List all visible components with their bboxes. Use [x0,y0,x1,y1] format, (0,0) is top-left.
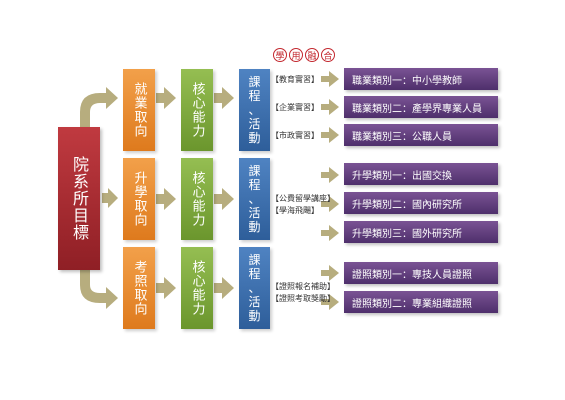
outcome-employment-1: 職業類別一：中小學教師 [344,68,498,90]
root-goal-label: 院系所目標 [70,156,89,241]
arrow-g-b-3 [214,277,234,299]
outcome-employment-2: 職業類別二：產學界專業人員 [344,96,498,118]
course-char: 、 [248,281,261,295]
core-ability-box-1: 核心能力 [181,69,213,151]
outcome-license-2: 證照類別二：專業組織證照 [344,291,498,313]
core-ability-box-3: 核心能力 [181,247,213,329]
course-char: 活 [248,206,261,220]
course-char: 程 [248,178,261,192]
arrow-middle [102,188,118,208]
core-ability-label: 核心能力 [189,82,205,138]
arrow-t-p-6 [321,225,339,241]
course-char: 活 [248,295,261,309]
seal-char-4: 合 [321,48,335,62]
arrow-t-p-1 [321,71,339,87]
arrow-up-curve [80,87,118,128]
orientation-label: 升學取向 [131,171,147,227]
course-char: 程 [248,267,261,281]
course-char: 課 [248,75,261,89]
outcome-employment-3: 職業類別三：公職人員 [344,124,498,146]
seal-char-1: 學 [273,48,287,62]
course-char: 課 [248,253,261,267]
tag-license-reward: 【證照考取獎勵】 [271,294,335,303]
course-char: 活 [248,117,261,131]
arrow-t-p-3 [321,127,339,143]
course-activity-box-2: 課 程 、 活 動 [239,158,270,240]
outcome-study-1: 升學類別一：出國交換 [344,163,498,185]
core-ability-box-2: 核心能力 [181,158,213,240]
seal-char-2: 用 [289,48,303,62]
tag-education-internship: 【教育實習】 [271,75,319,84]
arrow-t-p-2 [321,99,339,115]
tag-license-subsidy: 【證照報名補助】 [271,282,335,291]
course-char: 動 [248,220,261,234]
course-activity-box-1: 課 程 、 活 動 [239,69,270,151]
orientation-box-employment: 就業取向 [123,69,155,151]
core-ability-label: 核心能力 [189,260,205,316]
tag-enterprise-internship: 【企業實習】 [271,103,319,112]
arrow-o-g-2 [156,188,176,210]
seal-char-3: 融 [305,48,319,62]
arrow-o-g-1 [156,87,176,109]
arrow-g-b-1 [214,87,234,109]
tag-study-abroad: 【學海飛颺】 [271,206,319,215]
course-char: 課 [248,164,261,178]
arrow-o-g-3 [156,277,176,299]
arrow-down-curve [80,270,118,309]
course-char: 程 [248,89,261,103]
orientation-box-further-study: 升學取向 [123,158,155,240]
course-char: 動 [248,131,261,145]
core-ability-label: 核心能力 [189,171,205,227]
orientation-label: 就業取向 [131,82,147,138]
course-char: 、 [248,192,261,206]
course-char: 、 [248,103,261,117]
course-activity-box-3: 課 程 、 活 動 [239,247,270,329]
outcome-study-2: 升學類別二：國內研究所 [344,192,498,214]
outcome-study-3: 升學類別三：國外研究所 [344,221,498,243]
outcome-license-1: 證照類別一：專技人員證照 [344,262,498,284]
arrow-t-p-7 [321,265,339,281]
orientation-box-certification: 考照取向 [123,247,155,329]
course-char: 動 [248,309,261,323]
arrow-t-p-5 [321,196,339,212]
tag-municipal-internship: 【市政實習】 [271,131,319,140]
orientation-label: 考照取向 [131,260,147,316]
arrow-g-b-2 [214,188,234,210]
arrow-t-p-4 [321,167,339,183]
tag-public-scholarship: 【公費留學講座】 [271,194,335,203]
arrow-t-p-8 [321,294,339,310]
root-goal-box: 院系所目標 [58,127,100,270]
